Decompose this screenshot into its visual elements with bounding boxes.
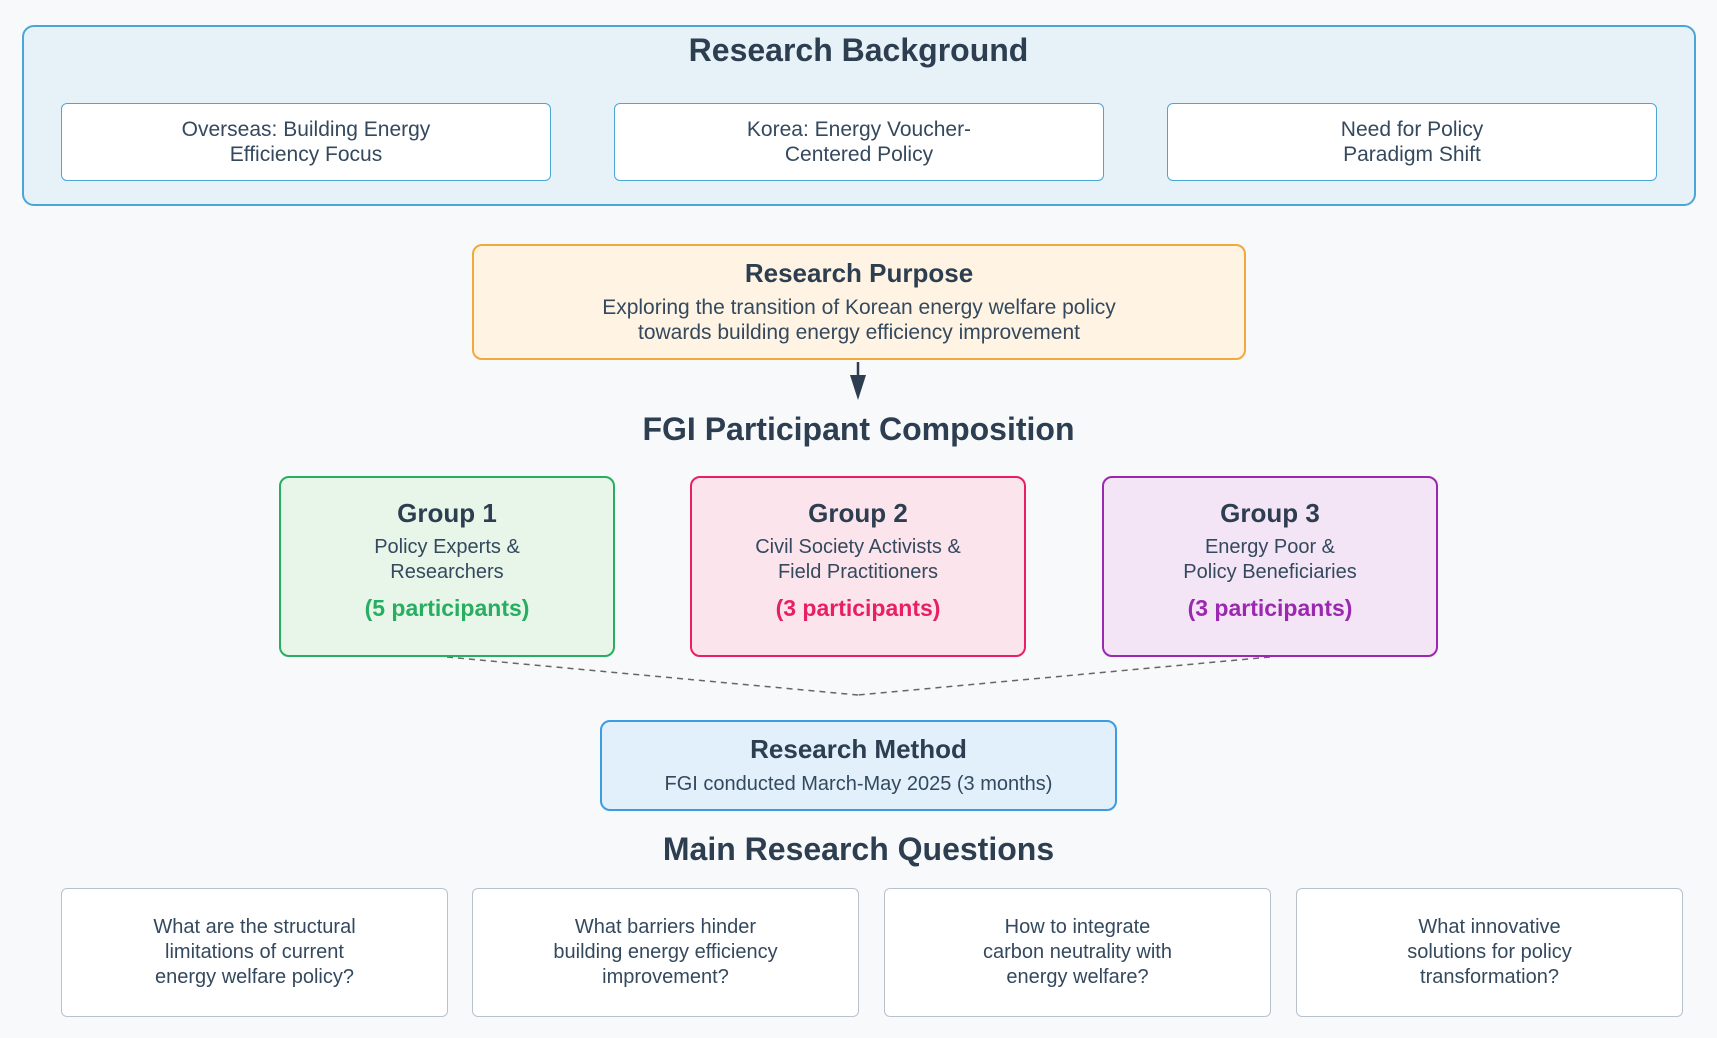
background-item-paradigm-shift: Need for Policy Paradigm Shift xyxy=(1167,103,1657,181)
group-2-description: Civil Society Activists & Field Practiti… xyxy=(755,536,961,583)
group-2-title: Group 2 xyxy=(808,498,908,528)
group1-connector xyxy=(446,656,859,696)
question-2-box: What barriers hinder building energy eff… xyxy=(472,888,859,1017)
group-1-title: Group 1 xyxy=(397,498,497,528)
group-2-box: Group 2 Civil Society Activists & Field … xyxy=(690,476,1026,657)
background-item-korea: Korea: Energy Voucher- Centered Policy xyxy=(614,103,1104,181)
group3-connector xyxy=(857,656,1271,696)
fgi-composition-title: FGI Participant Composition xyxy=(642,411,1075,447)
question-3-box: How to integrate carbon neutrality with … xyxy=(884,888,1271,1017)
research-purpose-title: Research Purpose xyxy=(744,258,974,288)
question-1-box: What are the structural limitations of c… xyxy=(61,888,448,1017)
group-1-description: Policy Experts & Researchers xyxy=(374,536,520,583)
group-3-title: Group 3 xyxy=(1220,498,1320,528)
research-background-title: Research Background xyxy=(688,32,1029,68)
group-3-count: (3 participants) xyxy=(1187,595,1353,621)
group-3-description: Energy Poor & Policy Beneficiaries xyxy=(1183,536,1357,583)
research-purpose-description: Exploring the transition of Korean energ… xyxy=(602,296,1116,344)
purpose-arrow-head xyxy=(850,375,866,400)
research-purpose-box: Research Purpose Exploring the transitio… xyxy=(472,244,1246,360)
group-2-count: (3 participants) xyxy=(775,595,941,621)
group-1-count: (5 participants) xyxy=(364,595,530,621)
main-questions-title: Main Research Questions xyxy=(662,831,1055,867)
group-1-box: Group 1 Policy Experts & Researchers (5 … xyxy=(279,476,615,657)
question-4-box: What innovative solutions for policy tra… xyxy=(1296,888,1683,1017)
research-method-title: Research Method xyxy=(750,734,967,764)
group-3-box: Group 3 Energy Poor & Policy Beneficiari… xyxy=(1102,476,1438,657)
background-item-overseas: Overseas: Building Energy Efficiency Foc… xyxy=(61,103,551,181)
research-method-box: Research Method FGI conducted March-May … xyxy=(600,720,1117,811)
research-method-description: FGI conducted March-May 2025 (3 months) xyxy=(664,773,1053,795)
